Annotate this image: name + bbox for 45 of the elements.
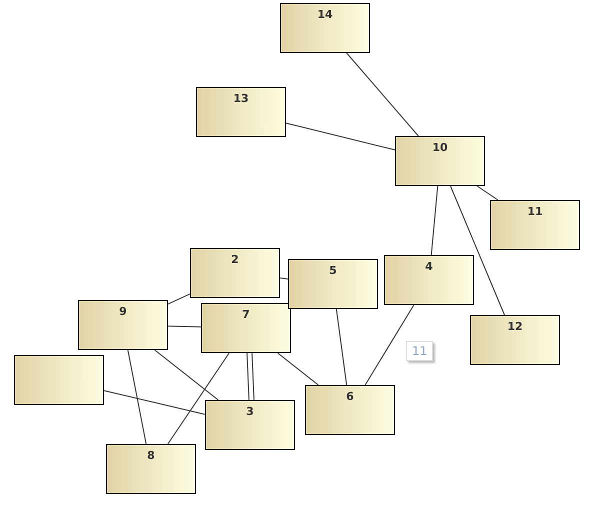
connector-line [336,308,348,386]
node-label: 4 [425,260,433,273]
node-label: 14 [317,8,333,21]
node-label: 3 [246,405,254,418]
connector-line [252,352,254,400]
graph-node-box [280,3,370,53]
connector-line [154,350,219,400]
connector-line [104,390,206,415]
connector-line [430,186,438,256]
node-label: 11 [527,205,543,218]
graph-node-box [490,200,580,250]
connector-line [476,186,498,200]
connector-line [280,278,288,280]
connector-line [168,293,190,305]
node-label: 13 [233,92,249,105]
graph-node-box [395,136,485,186]
graph-node-box [196,87,286,137]
graph-node-box [78,300,168,350]
node-label: 5 [329,264,337,277]
graph-node-box [205,400,295,450]
graph-node-box [384,255,474,305]
node-label: 7 [242,308,250,321]
node-label: 10 [432,141,448,154]
connector-line [364,304,414,386]
graph-node-box [190,248,280,298]
connector-line [286,122,396,150]
connector-line [168,326,202,328]
connector-line [346,52,419,136]
connector-line [277,352,319,386]
connector-line [246,352,250,400]
connector-line [167,352,230,444]
connector-line [450,186,506,316]
node-label: 6 [346,390,354,403]
node-label: 8 [147,449,155,462]
empty-node-box [14,355,104,405]
connector-line [127,350,147,444]
node-label: 2 [231,253,239,266]
graph-node-box [288,259,378,309]
node-label: 12 [507,320,523,333]
node-label: 9 [119,305,127,318]
graph-node-box [106,444,196,494]
graph-node-box [305,385,395,435]
tooltip: 11 [406,341,434,361]
graph-node-box [201,303,291,353]
graph-node-box [470,315,560,365]
